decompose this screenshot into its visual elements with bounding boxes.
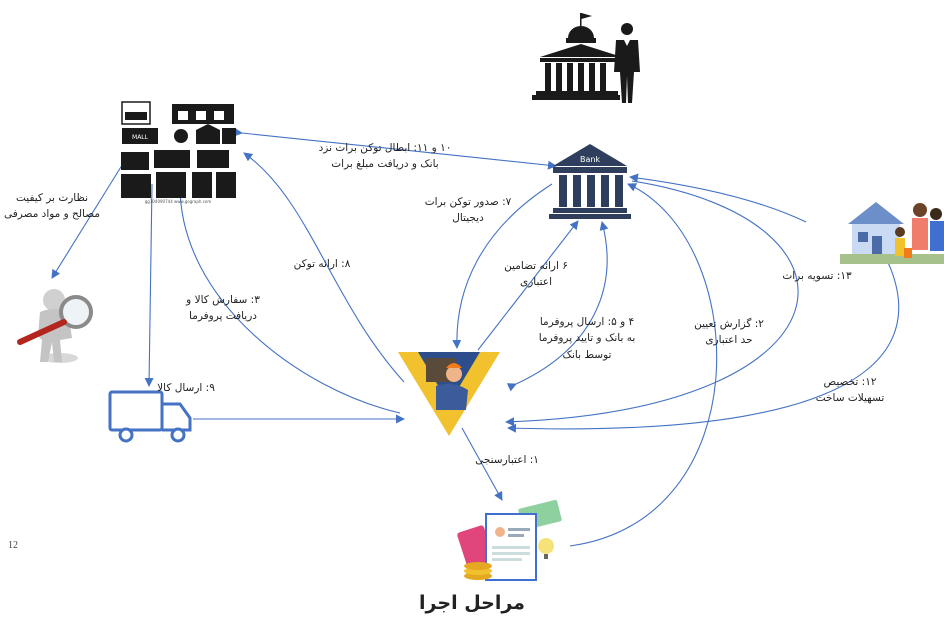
label-step7: ۷: صدور توکن برات دیجیتال: [424, 196, 512, 225]
magnifier-inspector-icon: [17, 289, 93, 363]
label-step10-11: ۱۰ و ۱۱: ابطال توکن برات نزد بانک و دریا…: [318, 142, 452, 171]
government-building-person-icon: [532, 13, 640, 103]
label-inspection: نظارت بر کیفیت مصالح و مواد مصرفی: [4, 192, 100, 221]
contractor-builder-icon: [398, 352, 500, 436]
label-step45: ۴ و ۵: ارسال پروفرما به بانک و تایید پرو…: [538, 316, 636, 361]
bank-icon: Bank: [549, 144, 631, 219]
bank-label: Bank: [580, 155, 600, 164]
arrow-settle-draft: [629, 173, 807, 223]
stores-caption: gg104090744 www.gograph.com: [145, 199, 212, 204]
arrow-credit-scoring: [461, 427, 503, 501]
arrow-stores-truck: [144, 183, 154, 387]
label-step3: ۳: سفارش کالا و دریافت پروفرما: [186, 294, 260, 323]
svg-text:MALL: MALL: [132, 134, 149, 141]
label-step2: ۲: گزارش تعیین حد اعتباری: [694, 318, 764, 347]
label-step8: ۸: ارائه توکن: [293, 258, 351, 270]
arrow-stores-bank: [233, 127, 557, 170]
arrow-present-token: [243, 152, 405, 383]
label-step13: ۱۳: تسویه برات: [782, 270, 852, 282]
arrow-bank-contractor: [505, 180, 799, 427]
arrow-construction-loan: [507, 227, 900, 433]
arrow-issue-token: [452, 183, 553, 349]
family-house-icon: [840, 202, 944, 264]
page-title: مراحل اجرا: [419, 592, 525, 614]
label-step6: ۶ ارائه تضامین اعتباری: [504, 260, 568, 289]
arrow-credit-report: [569, 183, 718, 547]
label-step1: ۱: اعتبارسنجی: [475, 454, 539, 466]
label-step9: ۹: ارسال کالا: [157, 382, 215, 394]
page-number: 12: [8, 540, 18, 551]
stores-grid-icon: MALL gg104090744 www.gograph.com: [121, 101, 236, 204]
arrow-proforma: [506, 221, 609, 392]
arrow-stores-inspector: [51, 152, 133, 279]
credit-report-icon: [457, 499, 562, 581]
delivery-truck-icon: [108, 390, 192, 443]
arrow-order-goods: [175, 185, 401, 414]
label-step12: ۱۲: تخصیص تسهیلات ساخت: [815, 376, 885, 405]
